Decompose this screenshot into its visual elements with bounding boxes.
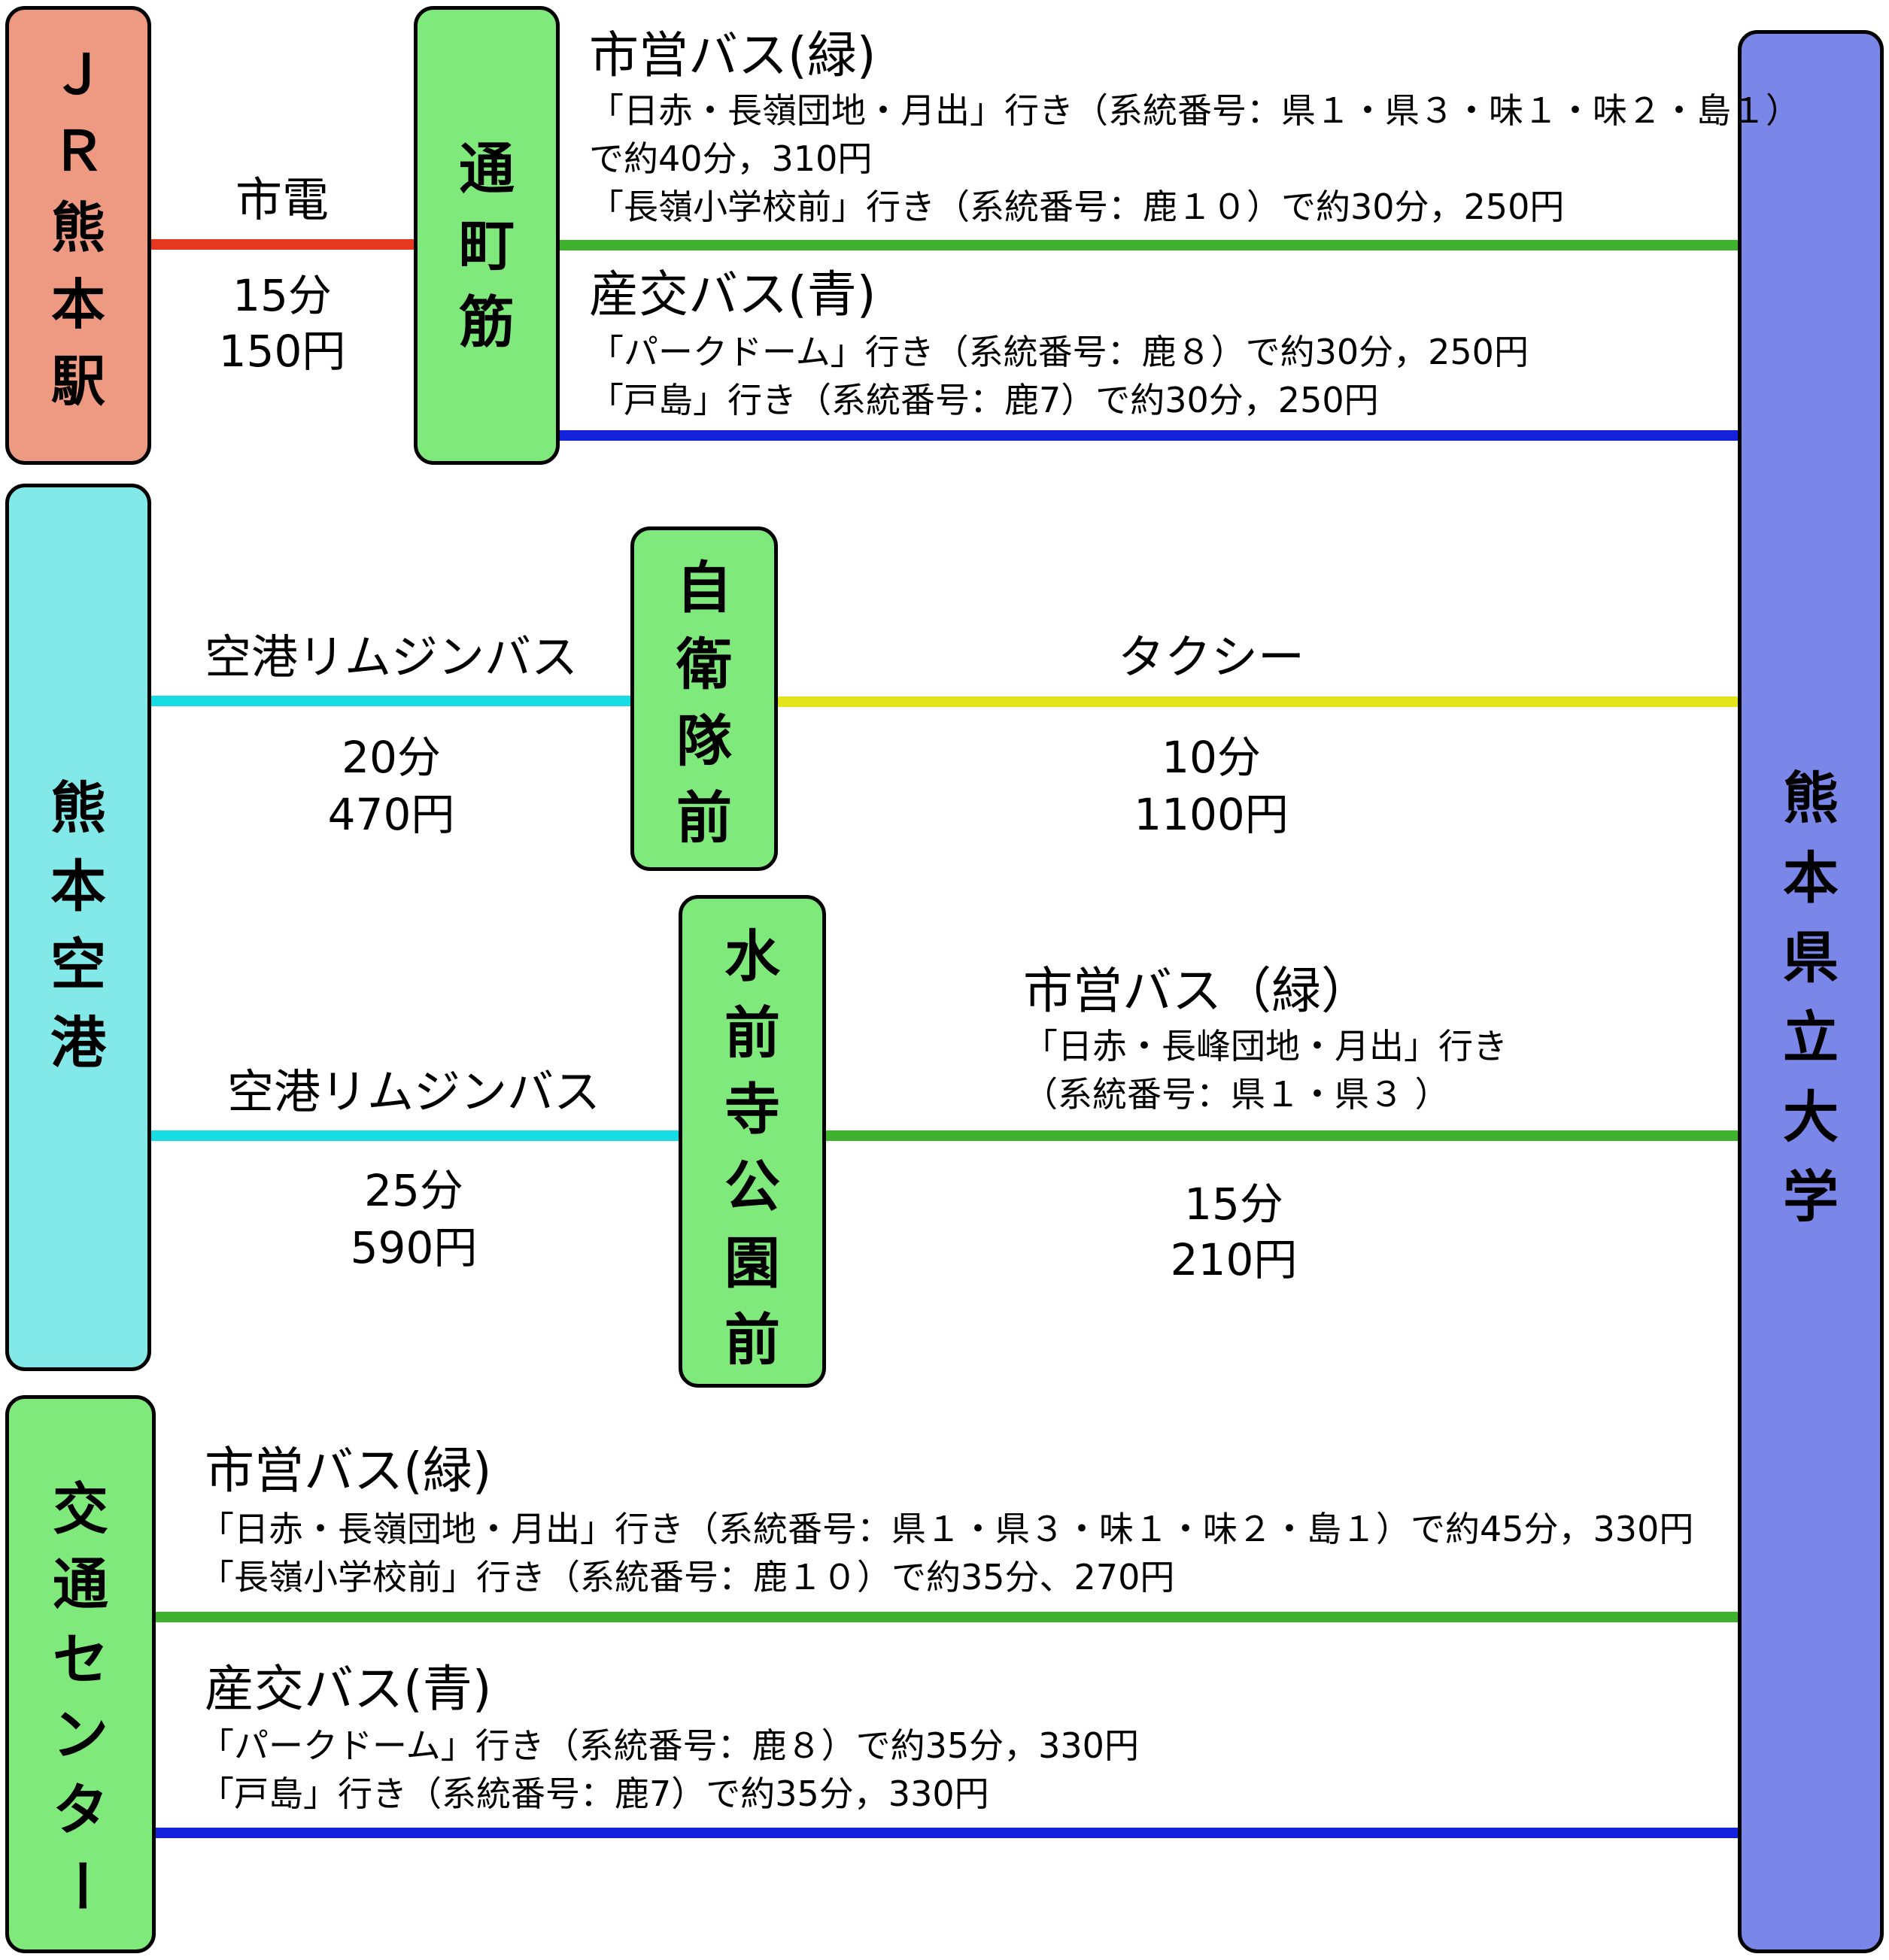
station-char: ン: [53, 1703, 108, 1767]
kumamoto-airport-label: 熊本空港: [9, 781, 147, 1071]
airport-limo-1-time: 20分: [342, 732, 441, 783]
station-char: 前: [676, 786, 732, 851]
airport-limo-line-2: [147, 1130, 685, 1141]
toricho-blue-bus-line: [557, 430, 1745, 441]
tram-mode-label: 市電: [235, 172, 329, 227]
suizenji-green-bus-fare: 210円: [1170, 1234, 1298, 1285]
tram-fare: 150円: [218, 326, 346, 377]
suizenji-green-bus-title: 市営バス（緑）: [1023, 962, 1371, 1020]
toricho-green-bus-route-2: 「長嶺小学校前」行き（系統番号：鹿１０）で約30分，250円: [589, 187, 1565, 227]
station-char: 駅: [50, 350, 105, 413]
airport-limo-2-fare: 590円: [350, 1222, 478, 1273]
station-char: 熊: [1783, 766, 1839, 831]
center-blue-bus-line: [150, 1828, 1745, 1838]
station-char: 通: [459, 137, 515, 202]
jieitai-stop-box: 自衛隊前: [630, 526, 778, 871]
suizenji-stop-label: 水前寺公園前: [682, 929, 822, 1368]
airport-limo-line-1: [147, 696, 636, 706]
kumamoto-prefectural-university-box: 熊本県立大学: [1738, 30, 1884, 1953]
airport-limo-1-fare: 470円: [327, 789, 455, 840]
station-char: 交: [53, 1477, 108, 1542]
center-green-bus-title: 市営バス(緑): [205, 1442, 492, 1500]
toricho-green-bus-route-1-time: で約40分，310円: [589, 138, 873, 179]
taxi-label: タクシー: [1117, 630, 1304, 684]
station-char: ー: [48, 1858, 113, 1913]
kumamoto-prefectural-university-label: 熊本県立大学: [1742, 771, 1880, 1225]
station-char: 立: [1783, 1006, 1839, 1070]
station-char: 大: [1783, 1085, 1839, 1150]
station-char: 熊: [50, 196, 105, 259]
center-blue-bus-title: 産交バス(青): [205, 1660, 492, 1718]
taxi-fare: 1100円: [1134, 789, 1289, 840]
tram-line: [147, 239, 418, 250]
station-char: 本: [1783, 846, 1839, 911]
suizenji-green-bus-route: 「日赤・長峰団地・月出」行き: [1023, 1026, 1508, 1066]
tram-time: 15分: [232, 270, 332, 321]
station-char: 前: [724, 1001, 780, 1066]
center-blue-bus-route-1: 「パークドーム」行き（系統番号：鹿８）で約35分，330円: [199, 1725, 1139, 1766]
station-char: 本: [50, 854, 106, 919]
station-char: セ: [53, 1628, 108, 1692]
station-char: タ: [53, 1778, 108, 1843]
station-char: 通: [53, 1552, 108, 1617]
center-blue-bus-route-2: 「戸島」行き（系統番号：鹿7）で約35分，330円: [199, 1773, 989, 1814]
station-char: Ｊ: [50, 43, 105, 106]
station-char: 港: [50, 1011, 106, 1076]
toricho-green-bus-title: 市営バス(緑): [589, 26, 876, 84]
suizenji-green-bus-time: 15分: [1184, 1179, 1283, 1230]
toricho-stop-label: 通町筋: [418, 141, 556, 350]
station-char: 学: [1783, 1165, 1839, 1230]
airport-limo-2-label: 空港リムジンバス: [226, 1064, 600, 1119]
center-green-bus-route-1: 「日赤・長嶺団地・月出」行き（系統番号：県１・県３・味１・味２・島１）で約45分…: [199, 1509, 1694, 1549]
station-char: Ｒ: [50, 120, 105, 183]
station-char: 自: [676, 556, 732, 620]
taxi-line: [775, 696, 1745, 707]
toricho-green-bus-route-1: 「日赤・長嶺団地・月出」行き（系統番号：県１・県３・味１・味２・島１）: [589, 90, 1800, 131]
station-char: 公: [724, 1154, 780, 1219]
toricho-blue-bus-route-1: 「パークドーム」行き（系統番号：鹿８）で約30分，250円: [589, 332, 1529, 372]
station-char: 園: [724, 1231, 780, 1296]
station-char: 筋: [459, 290, 515, 355]
station-char: 熊: [50, 776, 106, 841]
station-char: 前: [724, 1308, 780, 1373]
station-char: 隊: [676, 709, 732, 774]
station-char: 寺: [724, 1078, 780, 1142]
station-char: 空: [50, 933, 106, 997]
toricho-green-bus-line: [557, 240, 1745, 250]
airport-limo-1-label: 空港リムジンバス: [204, 630, 578, 684]
suizenji-stop-box: 水前寺公園前: [679, 895, 826, 1388]
kumamoto-airport-box: 熊本空港: [5, 484, 151, 1371]
taxi-time: 10分: [1162, 732, 1261, 783]
suizenji-green-bus-line: [824, 1130, 1745, 1141]
station-char: 県: [1783, 926, 1839, 991]
jieitai-stop-label: 自衛隊前: [634, 560, 774, 846]
toricho-blue-bus-title: 産交バス(青): [589, 265, 876, 323]
toricho-stop-box: 通町筋: [414, 6, 560, 465]
bus-center-box: 交通センター: [5, 1395, 156, 1953]
airport-limo-2-time: 25分: [364, 1165, 463, 1216]
station-char: 町: [459, 214, 515, 278]
suizenji-green-bus-route-number: （系統番号：県１・県３ ）: [1023, 1074, 1450, 1115]
bus-center-label: 交通センター: [9, 1482, 152, 1913]
station-char: 衛: [676, 633, 732, 697]
station-char: 水: [724, 924, 780, 989]
toricho-blue-bus-route-2: 「戸島」行き（系統番号：鹿7）で約30分，250円: [589, 380, 1379, 420]
station-char: 本: [50, 273, 105, 336]
center-green-bus-line: [150, 1612, 1745, 1622]
center-green-bus-route-2: 「長嶺小学校前」行き（系統番号：鹿１０）で約35分、270円: [199, 1557, 1175, 1597]
